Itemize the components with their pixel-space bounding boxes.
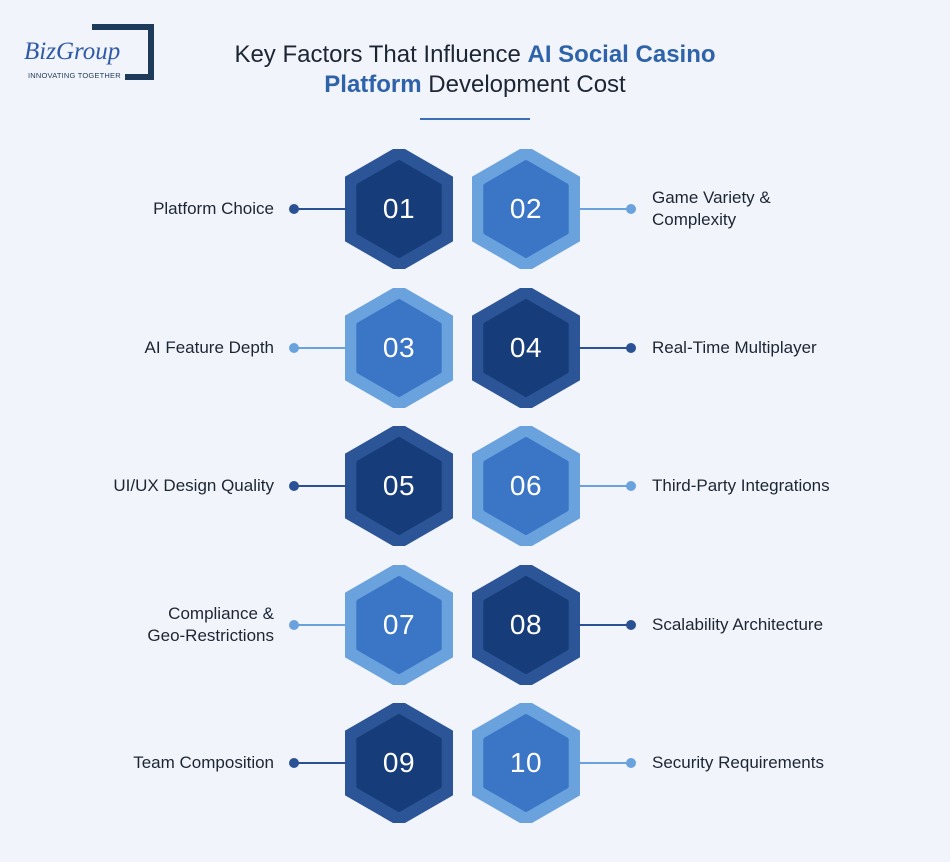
- connector-line-08: [576, 624, 631, 626]
- connector-line-04: [576, 347, 631, 349]
- hexagon-shape: [345, 288, 453, 408]
- factor-number: 09: [382, 747, 416, 778]
- hexagon-06: 06: [472, 426, 580, 546]
- connector-dot-10: [626, 758, 636, 768]
- factor-label-07: Compliance &Geo-Restrictions: [147, 604, 274, 645]
- hexagon-shape: [472, 149, 580, 269]
- connector-dot-08: [626, 620, 636, 630]
- factor-label-01: Platform Choice: [153, 199, 274, 218]
- connector-dot-02: [626, 204, 636, 214]
- hexagon-04: 04: [472, 288, 580, 408]
- factor-label-03: AI Feature Depth: [144, 338, 274, 357]
- factor-number: 08: [509, 609, 543, 640]
- title-part-1: Key Factors That Influence: [234, 41, 528, 68]
- connector-line-05: [294, 485, 349, 487]
- hexagon-shape: [472, 426, 580, 546]
- factor-number: 01: [382, 193, 416, 224]
- title-highlight-1: AI Social Casino: [527, 41, 716, 68]
- connector-dot-03: [289, 343, 299, 353]
- connector-dot-06: [626, 481, 636, 491]
- bizgroup-logo: BizGroup INNOVATING TOGETHER: [22, 24, 162, 84]
- title-part-2: Development Cost: [421, 71, 626, 98]
- hexagon-shape: [472, 565, 580, 685]
- hexagon-10: 10: [472, 703, 580, 823]
- hexagon-shape: [345, 426, 453, 546]
- hexagon-shape: [345, 703, 453, 823]
- factor-number: 07: [382, 609, 416, 640]
- factor-label-09: Team Composition: [133, 753, 274, 772]
- hexagon-02: 02: [472, 149, 580, 269]
- connector-line-09: [294, 762, 349, 764]
- hexagon-shape: [472, 703, 580, 823]
- hexagon-05: 05: [345, 426, 453, 546]
- title-underline: [420, 118, 530, 120]
- factor-label-02: Game Variety &Complexity: [652, 188, 771, 229]
- hexagon-03: 03: [345, 288, 453, 408]
- connector-line-01: [294, 208, 349, 210]
- connector-line-06: [576, 485, 631, 487]
- connector-line-03: [294, 347, 349, 349]
- factor-number: 03: [382, 332, 416, 363]
- factor-number: 04: [509, 332, 543, 363]
- connector-line-10: [576, 762, 631, 764]
- hexagon-shape: [345, 149, 453, 269]
- factor-number: 06: [509, 470, 543, 501]
- connector-dot-04: [626, 343, 636, 353]
- hexagon-shape: [345, 565, 453, 685]
- factor-label-08: Scalability Architecture: [652, 615, 824, 634]
- connector-dot-09: [289, 758, 299, 768]
- hexagon-08: 08: [472, 565, 580, 685]
- title-highlight-2: Platform: [324, 71, 422, 98]
- factor-number: 05: [382, 470, 416, 501]
- factor-number: 02: [509, 193, 543, 224]
- factor-label-04: Real-Time Multiplayer: [652, 338, 817, 357]
- hexagon-01: 01: [345, 149, 453, 269]
- factor-label-10: Security Requirements: [652, 753, 824, 772]
- page-title: Key Factors That Influence AI Social Cas…: [0, 40, 950, 100]
- factor-label-05: UI/UX Design Quality: [113, 476, 274, 495]
- connector-dot-07: [289, 620, 299, 630]
- hexagon-07: 07: [345, 565, 453, 685]
- logo-wordmark: BizGroup: [24, 38, 125, 66]
- connector-dot-05: [289, 481, 299, 491]
- connector-line-07: [294, 624, 349, 626]
- logo-tagline: INNOVATING TOGETHER: [28, 71, 125, 80]
- factor-number: 10: [509, 747, 543, 778]
- hexagon-shape: [472, 288, 580, 408]
- factor-label-06: Third-Party Integrations: [652, 476, 830, 495]
- hexagon-09: 09: [345, 703, 453, 823]
- connector-dot-01: [289, 204, 299, 214]
- connector-line-02: [576, 208, 631, 210]
